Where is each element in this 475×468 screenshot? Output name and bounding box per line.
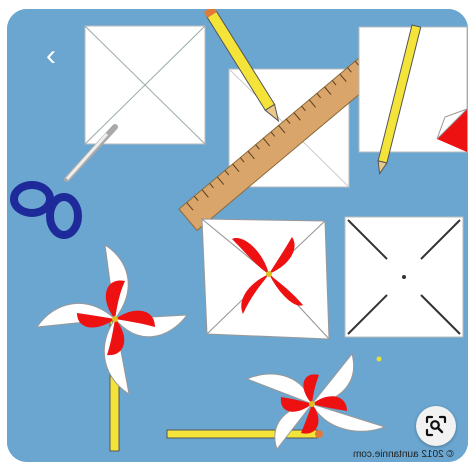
- pinwheel-folding: [202, 219, 329, 339]
- more-horizontal-icon: •••: [425, 42, 451, 67]
- more-options-button[interactable]: •••: [418, 45, 458, 69]
- visual-search-button[interactable]: [416, 406, 456, 446]
- visual-search-icon: [424, 414, 448, 438]
- watermark-text: © 2012 auntannie.com: [353, 449, 454, 460]
- back-button[interactable]: ‹: [33, 39, 69, 75]
- paper-square-step1: [85, 26, 205, 144]
- pin-image-card: ‹ ••• © 2012 auntannie.com: [7, 9, 468, 462]
- pinwheel-instructions-illustration: [7, 9, 468, 462]
- chevron-left-icon: ‹: [46, 39, 56, 72]
